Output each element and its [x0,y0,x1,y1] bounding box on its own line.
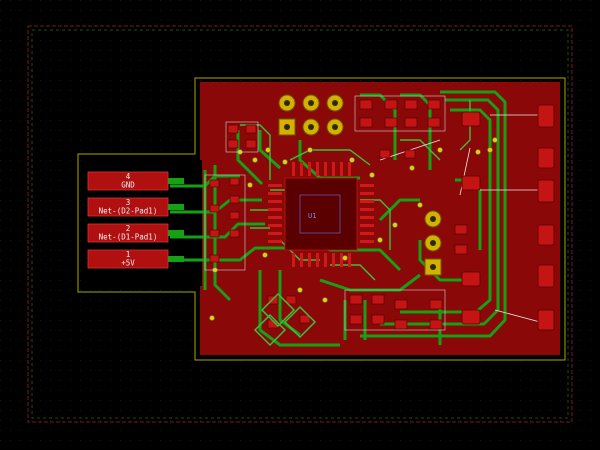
vias [209,137,498,321]
connector-trace-stub [168,204,184,210]
connector-pin-net-label: GND [121,181,135,190]
connector-pin-number: 4 [126,172,131,181]
board-edge-outline [77,77,566,361]
smd-component-pads [209,99,468,330]
connector-pin-net-label: Net-(D1-Pad1) [99,233,158,242]
sheet-frame-outer [27,25,573,423]
crystal-cluster [253,292,317,347]
silkscreen-outlines [204,95,446,331]
pin-header-1x3-icon[interactable] [424,210,442,276]
connector-trace-stub [168,178,184,184]
connector-pin-net-label: Net-(D2-Pad1) [99,207,158,216]
pin-header-2x3-icon[interactable] [278,94,344,136]
connector-pin-net-label: +5V [121,259,135,268]
connector-pin-number: 2 [126,224,131,233]
connector-pin-number: 1 [126,250,131,259]
ic-u1[interactable]: U1 [268,162,374,267]
ic-u1-ref-label: U1 [308,212,316,220]
connector-pin-number: 3 [126,198,131,207]
right-smd-pads [461,104,555,331]
connector-trace-stub [168,230,184,236]
